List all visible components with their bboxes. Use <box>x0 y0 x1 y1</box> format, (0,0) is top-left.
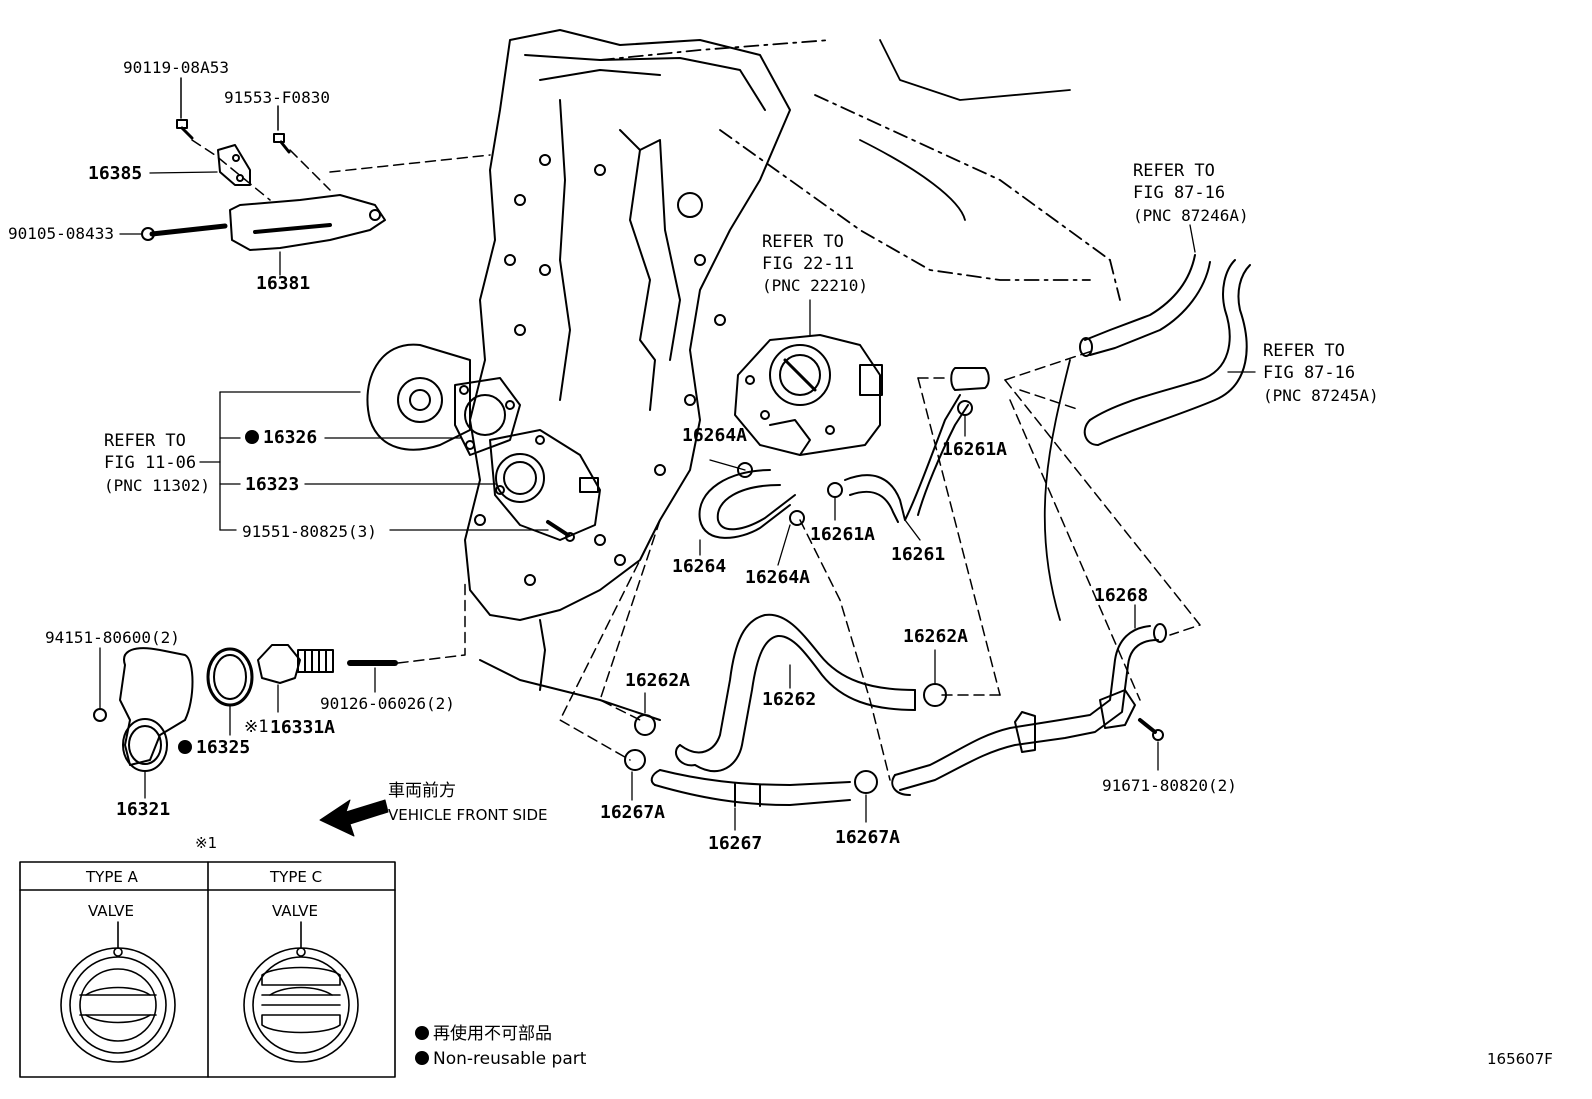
thermostat-housing-group <box>199 377 601 542</box>
label-90105-08433: 90105-08433 <box>8 224 114 243</box>
types-table-valve-c: VALVE <box>272 902 319 920</box>
ref-fig8716b-line2: FIG 87-16 <box>1263 363 1356 383</box>
ref-fig2211-line3: (PNC 22210) <box>762 276 868 295</box>
pipe-16268 <box>891 604 1167 796</box>
label-16321: 16321 <box>116 799 171 820</box>
ref-fig8716a-line2: FIG 87-16 <box>1133 183 1226 203</box>
legend-dot <box>415 1051 429 1065</box>
ref-fig8716a-line3: (PNC 87246A) <box>1133 206 1249 225</box>
label-91671-80820: 91671-80820(2) <box>1102 776 1237 795</box>
label-16262A-left: 16262A <box>625 670 691 691</box>
types-table-col-a: TYPE A <box>86 868 138 886</box>
vehicle-front-en: VEHICLE FRONT SIDE <box>388 806 548 824</box>
label-16264A-bottom: 16264A <box>745 567 811 588</box>
hose-dashed-guides <box>799 349 1201 781</box>
label-16267A-right: 16267A <box>835 827 901 848</box>
vehicle-front-arrow <box>319 799 389 837</box>
ref-fig8716a-line1: REFER TO <box>1133 161 1215 181</box>
label-94151-80600: 94151-80600(2) <box>45 628 180 647</box>
label-16261A-top: 16261A <box>942 439 1008 460</box>
legend-jp: 再使用不可部品 <box>415 1025 552 1044</box>
water-inlet-group <box>93 644 398 799</box>
ref-fig1106-line3: (PNC 11302) <box>104 476 210 495</box>
hose-16262 <box>634 613 947 772</box>
label-16267A-left: 16267A <box>600 802 666 823</box>
label-16264A-top: 16264A <box>682 425 748 446</box>
label-16264: 16264 <box>672 556 727 577</box>
label-16323: 16323 <box>245 474 300 495</box>
hose-16264 <box>698 459 805 566</box>
non-reusable-dot <box>245 430 259 444</box>
label-16267: 16267 <box>708 833 763 854</box>
label-16331A: 16331A <box>270 717 336 738</box>
label-16262: 16262 <box>762 689 817 710</box>
label-16262A-right: 16262A <box>903 626 969 647</box>
engine-timing-cover <box>366 29 791 721</box>
engine-outline-dashed <box>599 39 1121 301</box>
label-16381: 16381 <box>256 273 311 294</box>
ref-fig2211-line1: REFER TO <box>762 232 844 252</box>
label-16325: 16325 <box>178 738 250 757</box>
heater-hoses-right <box>1079 224 1256 446</box>
engine-outline-right <box>859 39 1071 621</box>
throttle-body <box>734 299 883 456</box>
figure-id: 165607F <box>1487 1050 1553 1068</box>
label-16268: 16268 <box>1094 585 1149 606</box>
label-16385: 16385 <box>88 163 143 184</box>
bracket-dashed-guides <box>191 139 491 201</box>
types-table-col-c: TYPE C <box>270 868 323 886</box>
label-90119-08A53: 90119-08A53 <box>123 58 229 77</box>
thermostat-dashed-guides <box>397 519 661 761</box>
label-90126-06026: 90126-06026(2) <box>320 694 455 713</box>
ref-fig1106-line1: REFER TO <box>104 431 186 451</box>
label-16261: 16261 <box>891 544 946 565</box>
ref-mark-thermostat: ※1 <box>244 717 269 737</box>
ref-fig8716b-line3: (PNC 87245A) <box>1263 386 1379 405</box>
bracket-assembly <box>119 77 386 276</box>
types-table <box>19 861 396 1078</box>
non-reusable-dot <box>178 740 192 754</box>
ref-fig1106-line2: FIG 11-06 <box>104 453 197 473</box>
legend-dot <box>415 1026 429 1040</box>
legend-en: Non-reusable part <box>415 1050 586 1069</box>
ref-fig2211-line2: FIG 22-11 <box>762 254 855 274</box>
label-16261A-bottom: 16261A <box>810 524 876 545</box>
vehicle-front-jp: 車両前方 <box>388 781 456 801</box>
types-table-valve-a: VALVE <box>88 902 135 920</box>
label-91551-80825: 91551-80825(3) <box>242 522 377 541</box>
hose-16267 <box>624 749 878 831</box>
ref-fig8716b-line1: REFER TO <box>1263 341 1345 361</box>
types-table-mark: ※1 <box>195 834 218 852</box>
label-16326: 16326 <box>245 428 317 447</box>
label-91553-F0830: 91553-F0830 <box>224 88 330 107</box>
